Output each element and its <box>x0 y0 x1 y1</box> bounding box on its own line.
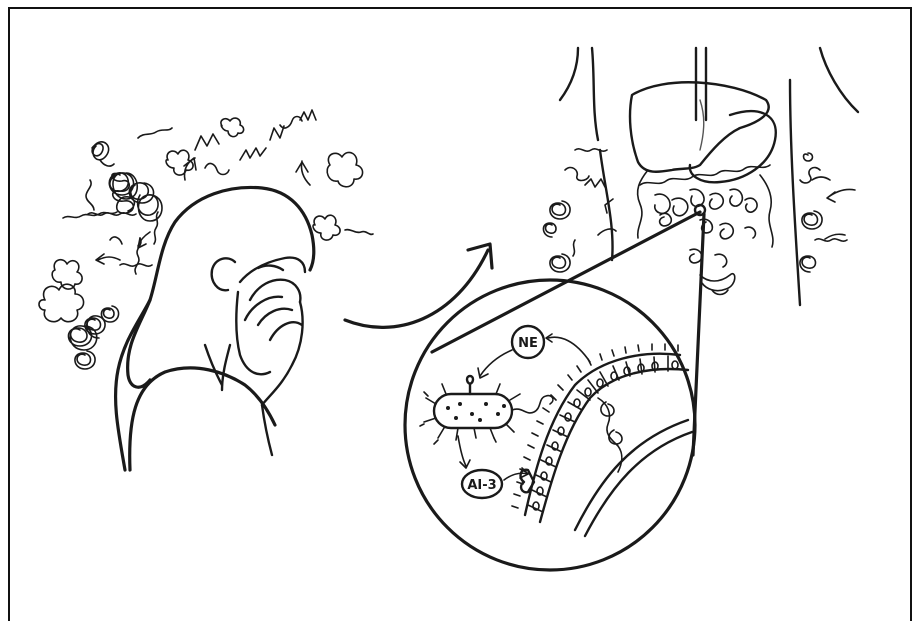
gut-scribbles <box>543 149 855 272</box>
ne-label-text: NE <box>518 336 538 351</box>
stressed-person-figure <box>116 187 314 470</box>
gut-epithelium <box>512 344 692 536</box>
arrow-bacterium-to-ai3 <box>458 436 466 466</box>
stress-scribbles <box>39 110 373 369</box>
arrow-ne-to-bacterium <box>480 350 512 376</box>
magnified-view-circle <box>405 280 695 570</box>
ne-label: NE <box>512 326 544 358</box>
transition-arrow <box>345 244 492 327</box>
arrow-epithelium-to-ne <box>548 337 590 362</box>
zoom-callout <box>405 205 705 570</box>
signal-arrows <box>458 334 590 480</box>
ai3-label-text: AI-3 <box>467 478 496 493</box>
ai3-label: AI-3 <box>462 470 502 498</box>
